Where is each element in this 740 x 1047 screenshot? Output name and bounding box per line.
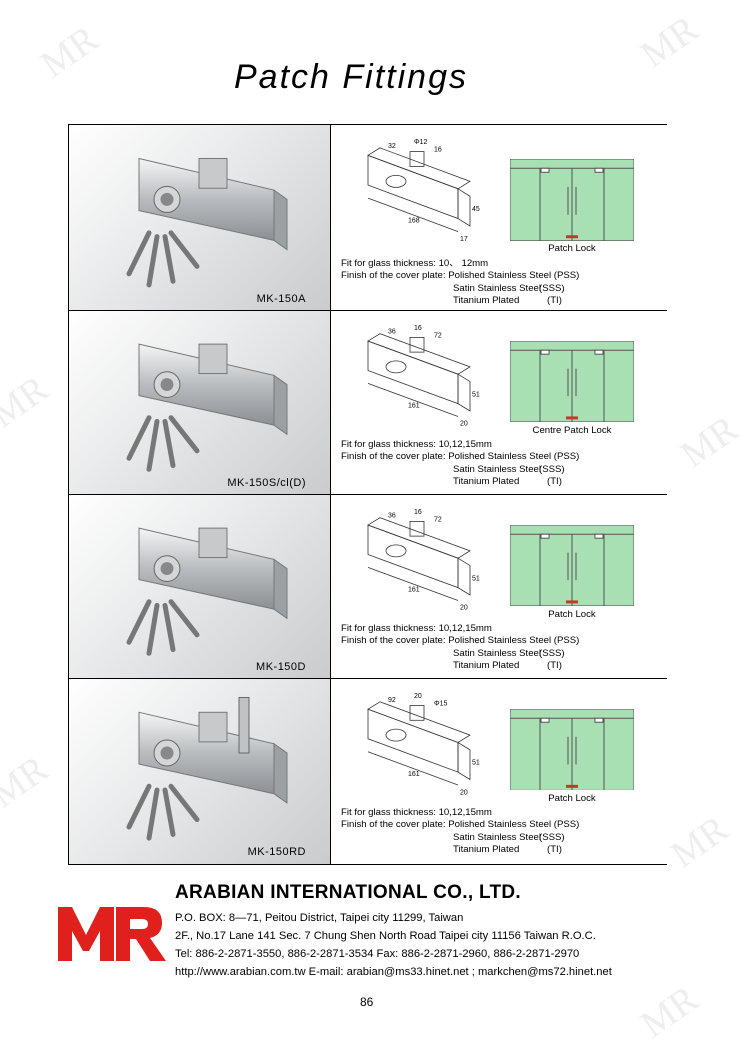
dim-label: 16: [434, 147, 442, 154]
door-diagram: [510, 709, 634, 791]
spec-sss-code: (SSS): [539, 647, 565, 659]
spec-sss-code: (SSS): [539, 282, 565, 294]
spec-thickness: 10、 12mm: [438, 258, 489, 269]
spec-finish-label: Finish of the cover plate:: [341, 635, 446, 647]
spec-sss: Satin Stainless Steel: [453, 831, 541, 843]
address-line-2: 2F., No.17 Lane 141 Sec. 7 Chung Shen No…: [175, 930, 596, 942]
spec-finish-label: Finish of the cover plate:: [341, 270, 446, 282]
address-line-1: P.O. BOX: 8—71, Peitou District, Taipei …: [175, 912, 464, 924]
web-email-line: http://www.arabian.com.tw E-mail: arabia…: [175, 966, 612, 978]
product-row: MK-150RD 92 20 Φ15 51 161 20: [68, 678, 667, 865]
spec-pss: Polished Stainless Steel (PSS): [448, 270, 580, 282]
dim-label: 161: [408, 586, 420, 593]
spec-sss: Satin Stainless Steel: [453, 463, 541, 475]
dim-label: 20: [460, 421, 468, 428]
spec-pss: Polished Stainless Steel (PSS): [448, 635, 580, 647]
company-logo: [58, 905, 168, 966]
company-name: ARABIAN INTERNATIONAL CO., LTD.: [175, 882, 522, 903]
dim-label: 51: [472, 391, 480, 398]
model-number: MK-150A: [256, 293, 306, 305]
page-number: 86: [360, 995, 374, 1009]
model-number: MK-150S/cl(D): [227, 477, 306, 489]
door-caption: Patch Lock: [548, 793, 596, 804]
spec-ti: Titanium Plated: [453, 295, 520, 307]
spec-finish-label: Finish of the cover plate:: [341, 819, 446, 831]
dim-label: 20: [414, 693, 422, 700]
dimension-drawing: 32 Φ12 16 45 168 17: [367, 139, 480, 243]
door-caption: Patch Lock: [548, 243, 596, 254]
product-photo: MK-150D: [68, 495, 331, 679]
spec-block: Fit for glass thickness: 10,12,15mm Fini…: [341, 623, 579, 673]
dim-label: 161: [408, 771, 420, 778]
dimension-drawing: 36 16 72 51 161 20: [367, 509, 480, 612]
spec-block: Fit for glass thickness: 10、 12mm Finish…: [341, 258, 579, 308]
spec-block: Fit for glass thickness: 10,12,15mm Fini…: [341, 807, 579, 857]
spec-pss: Polished Stainless Steel (PSS): [448, 819, 580, 831]
spec-pss: Polished Stainless Steel (PSS): [448, 451, 580, 463]
spec-ti-code: (TI): [547, 844, 562, 856]
spec-ti: Titanium Plated: [453, 476, 520, 488]
dim-label: 168: [408, 217, 420, 224]
spec-ti: Titanium Plated: [453, 844, 520, 856]
spec-ti-code: (TI): [547, 476, 562, 488]
spec-thickness: 10,12,15mm: [438, 807, 492, 818]
dim-label: 92: [388, 697, 396, 704]
dim-label: 45: [472, 206, 480, 213]
phone-fax-line: Tel: 886-2-2871-3550, 886-2-2871-3534 Fa…: [175, 948, 580, 960]
door-diagram: [510, 525, 634, 606]
spec-sss: Satin Stainless Steel: [453, 282, 541, 294]
door-caption: Patch Lock: [548, 609, 596, 620]
lock-illustration: [126, 157, 288, 288]
dim-label: 161: [408, 402, 420, 409]
dim-label: 20: [460, 605, 468, 612]
spec-block: Fit for glass thickness: 10,12,15mm Fini…: [341, 439, 579, 489]
dim-label: 36: [388, 513, 396, 520]
spec-sss: Satin Stainless Steel: [453, 647, 541, 659]
door-diagram: [510, 341, 634, 422]
lock-illustration: [126, 527, 288, 656]
product-row: MK-150S/cl(D) 36 16 72 51 161 20: [68, 310, 667, 495]
spec-fit-label: Fit for glass thickness:: [341, 623, 436, 634]
spec-fit-label: Fit for glass thickness:: [341, 439, 436, 450]
door-diagram: [510, 159, 634, 241]
spec-fit-label: Fit for glass thickness:: [341, 807, 436, 818]
product-row: MK-150D 36 16 72 51 161 20: [68, 494, 667, 679]
dim-label: 17: [460, 236, 468, 243]
spec-fit-label: Fit for glass thickness:: [341, 258, 436, 269]
product-photo: MK-150RD: [68, 679, 331, 864]
dim-label: 51: [472, 575, 480, 582]
dimension-drawing: 92 20 Φ15 51 161 20: [367, 693, 480, 796]
door-caption: Centre Patch Lock: [532, 425, 612, 436]
dim-label: Φ12: [414, 139, 427, 146]
spec-ti-code: (TI): [547, 660, 562, 672]
dim-label: Φ15: [434, 700, 447, 707]
spec-sss-code: (SSS): [539, 831, 565, 843]
spec-ti: Titanium Plated: [453, 660, 520, 672]
dim-label: 16: [414, 509, 422, 516]
spec-thickness: 10,12,15mm: [438, 439, 492, 450]
page-title: Patch Fittings: [234, 58, 468, 96]
dim-label: 51: [472, 760, 480, 767]
dim-label: 32: [388, 143, 396, 150]
model-number: MK-150RD: [247, 846, 306, 858]
dim-label: 16: [414, 325, 422, 332]
lock-illustration: [126, 343, 288, 472]
spec-thickness: 10,12,15mm: [438, 623, 492, 634]
lock-illustration: [126, 697, 288, 841]
product-photo: MK-150A: [68, 125, 331, 311]
spec-ti-code: (TI): [547, 295, 562, 307]
dim-label: 72: [434, 516, 442, 523]
product-photo: MK-150S/cl(D): [68, 311, 331, 495]
model-number: MK-150D: [256, 661, 306, 673]
spec-sss-code: (SSS): [539, 463, 565, 475]
spec-finish-label: Finish of the cover plate:: [341, 451, 446, 463]
dimension-drawing: 36 16 72 51 161 20: [367, 325, 480, 428]
product-row: MK-150A 32 Φ12 16 45 168 17: [68, 124, 667, 311]
dim-label: 36: [388, 329, 396, 336]
dim-label: 20: [460, 789, 468, 796]
dim-label: 72: [434, 332, 442, 339]
